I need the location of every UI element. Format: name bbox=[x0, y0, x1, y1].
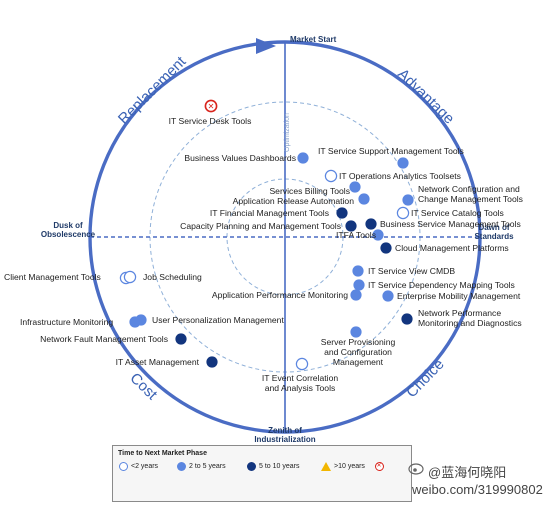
item-label-server-provisioning-and-configuration-management: Server Provisioning and Configuration Ma… bbox=[320, 337, 396, 367]
item-label-application-release-automation: Application Release Automation bbox=[232, 196, 354, 206]
item-label-capacity-planning-and-management-tools: Capacity Planning and Management Tools bbox=[180, 221, 341, 231]
legend-swatch-x-icon: ✕ bbox=[375, 462, 384, 471]
watermark-url: weibo.com/319990802 bbox=[412, 482, 543, 497]
item-label-business-service-management-tools: Business Service Management Tools bbox=[380, 219, 521, 229]
legend-label-2to5: 2 to 5 years bbox=[189, 463, 226, 470]
item-label-network-fault-management-tools: Network Fault Management Tools bbox=[40, 334, 168, 344]
legend-swatch-2to5 bbox=[177, 462, 186, 471]
marker-business-values-dashboards bbox=[297, 152, 309, 164]
item-label-cloud-management-platforms: Cloud Management Platforms bbox=[395, 243, 509, 253]
legend-title: Time to Next Market Phase bbox=[118, 450, 207, 457]
watermark-author: @蓝海何晓阳 bbox=[428, 465, 507, 480]
legend-label-5to10: 5 to 10 years bbox=[259, 463, 300, 470]
marker-itfa-tools bbox=[372, 229, 384, 241]
item-label-network-configuration-and-change-management-tools: Network Configuration and Change Managem… bbox=[418, 184, 523, 204]
marker-it-service-desk-tools bbox=[204, 99, 218, 113]
axis-label-bottom: Zenith of Industrialization bbox=[254, 426, 316, 444]
item-label-it-service-catalog-tools: IT Service Catalog Tools bbox=[411, 208, 504, 218]
marker-it-event-correlation-and-analysis-tools bbox=[295, 357, 309, 371]
legend-swatch-gt10 bbox=[321, 462, 331, 471]
item-label-client-management-tools: Client Management Tools bbox=[4, 272, 101, 282]
marker-business-service-management-tools bbox=[365, 218, 377, 230]
marker-network-performance-monitoring-and-diagnostics bbox=[401, 313, 413, 325]
legend-item-2to5: 2 to 5 years bbox=[177, 462, 226, 471]
marker-application-performance-monitoring bbox=[350, 289, 362, 301]
legend-swatch-5to10 bbox=[247, 462, 256, 471]
item-label-it-service-view-cmdb: IT Service View CMDB bbox=[368, 266, 456, 276]
item-label-business-values-dashboards: Business Values Dashboards bbox=[184, 153, 296, 163]
item-label-job-scheduling: Job Scheduling bbox=[143, 272, 202, 282]
marker-it-service-catalog-tools bbox=[396, 206, 410, 220]
item-label-it-service-desk-tools: IT Service Desk Tools bbox=[168, 116, 252, 126]
marker-network-fault-management-tools bbox=[175, 333, 187, 345]
marker-enterprise-mobility-management bbox=[382, 290, 394, 302]
item-label-it-operations-analytics-toolsets: IT Operations Analytics Toolsets bbox=[339, 171, 461, 181]
item-label-it-event-correlation-and-analysis-tools: IT Event Correlation and Analysis Tools bbox=[261, 373, 339, 393]
marker-cloud-management-platforms bbox=[380, 242, 392, 254]
item-label-network-performance-monitoring-and-diagnostics: Network Performance Monitoring and Diagn… bbox=[418, 308, 522, 328]
marker-user-personalization-management bbox=[135, 314, 147, 326]
marker-network-configuration-and-change-management-tools bbox=[402, 194, 414, 206]
marker-it-service-dependency-mapping-tools bbox=[353, 279, 365, 291]
axis-label-center: Optimization bbox=[284, 113, 291, 152]
marker-it-operations-analytics-toolsets bbox=[324, 169, 338, 183]
axis-label-top: Market Start bbox=[290, 35, 337, 44]
item-label-enterprise-mobility-management: Enterprise Mobility Management bbox=[397, 291, 521, 301]
axis-label-right: Dawn of Standards bbox=[474, 223, 514, 241]
marker-capacity-planning-and-management-tools bbox=[345, 220, 357, 232]
marker-job-scheduling bbox=[123, 270, 137, 284]
marker-services-billing-tools bbox=[349, 181, 361, 193]
marker-it-service-support-management-tools bbox=[397, 157, 409, 169]
item-label-infrastructure-monitoring: Infrastructure Monitoring bbox=[20, 317, 114, 327]
item-label-it-service-support-management-tools: IT Service Support Management Tools bbox=[318, 146, 464, 156]
item-label-itfa-tools: ITFA Tools bbox=[336, 230, 376, 240]
axis-label-left: Dusk of Obsolescence bbox=[40, 221, 96, 239]
item-label-it-service-dependency-mapping-tools: IT Service Dependency Mapping Tools bbox=[368, 280, 515, 290]
item-label-it-asset-management: IT Asset Management bbox=[115, 357, 199, 367]
item-label-services-billing-tools: Services Billing Tools bbox=[269, 186, 350, 196]
clock-arrow-icon bbox=[256, 38, 276, 54]
legend-label-gt10: >10 years bbox=[334, 463, 365, 470]
legend-label-lt2: <2 years bbox=[131, 463, 159, 470]
legend: Time to Next Market Phase <2 years 2 to … bbox=[112, 445, 412, 502]
marker-it-financial-management-tools bbox=[336, 207, 348, 219]
marker-application-release-automation bbox=[358, 193, 370, 205]
legend-item-x: ✕ bbox=[375, 462, 387, 471]
marker-it-asset-management bbox=[206, 356, 218, 368]
weibo-logo-icon bbox=[408, 463, 424, 475]
x-mark-icon: ✕ bbox=[208, 102, 215, 111]
legend-swatch-lt2 bbox=[119, 462, 128, 471]
marker-server-provisioning-and-configuration-management bbox=[350, 326, 362, 338]
marker-it-service-view-cmdb bbox=[352, 265, 364, 277]
item-label-application-performance-monitoring: Application Performance Monitoring bbox=[211, 290, 348, 300]
legend-item-5to10: 5 to 10 years bbox=[247, 462, 299, 471]
item-label-user-personalization-management: User Personalization Management bbox=[152, 315, 284, 325]
legend-item-gt10: >10 years bbox=[321, 462, 365, 471]
item-label-it-financial-management-tools: IT Financial Management Tools bbox=[209, 208, 329, 218]
legend-item-lt2: <2 years bbox=[119, 462, 158, 471]
